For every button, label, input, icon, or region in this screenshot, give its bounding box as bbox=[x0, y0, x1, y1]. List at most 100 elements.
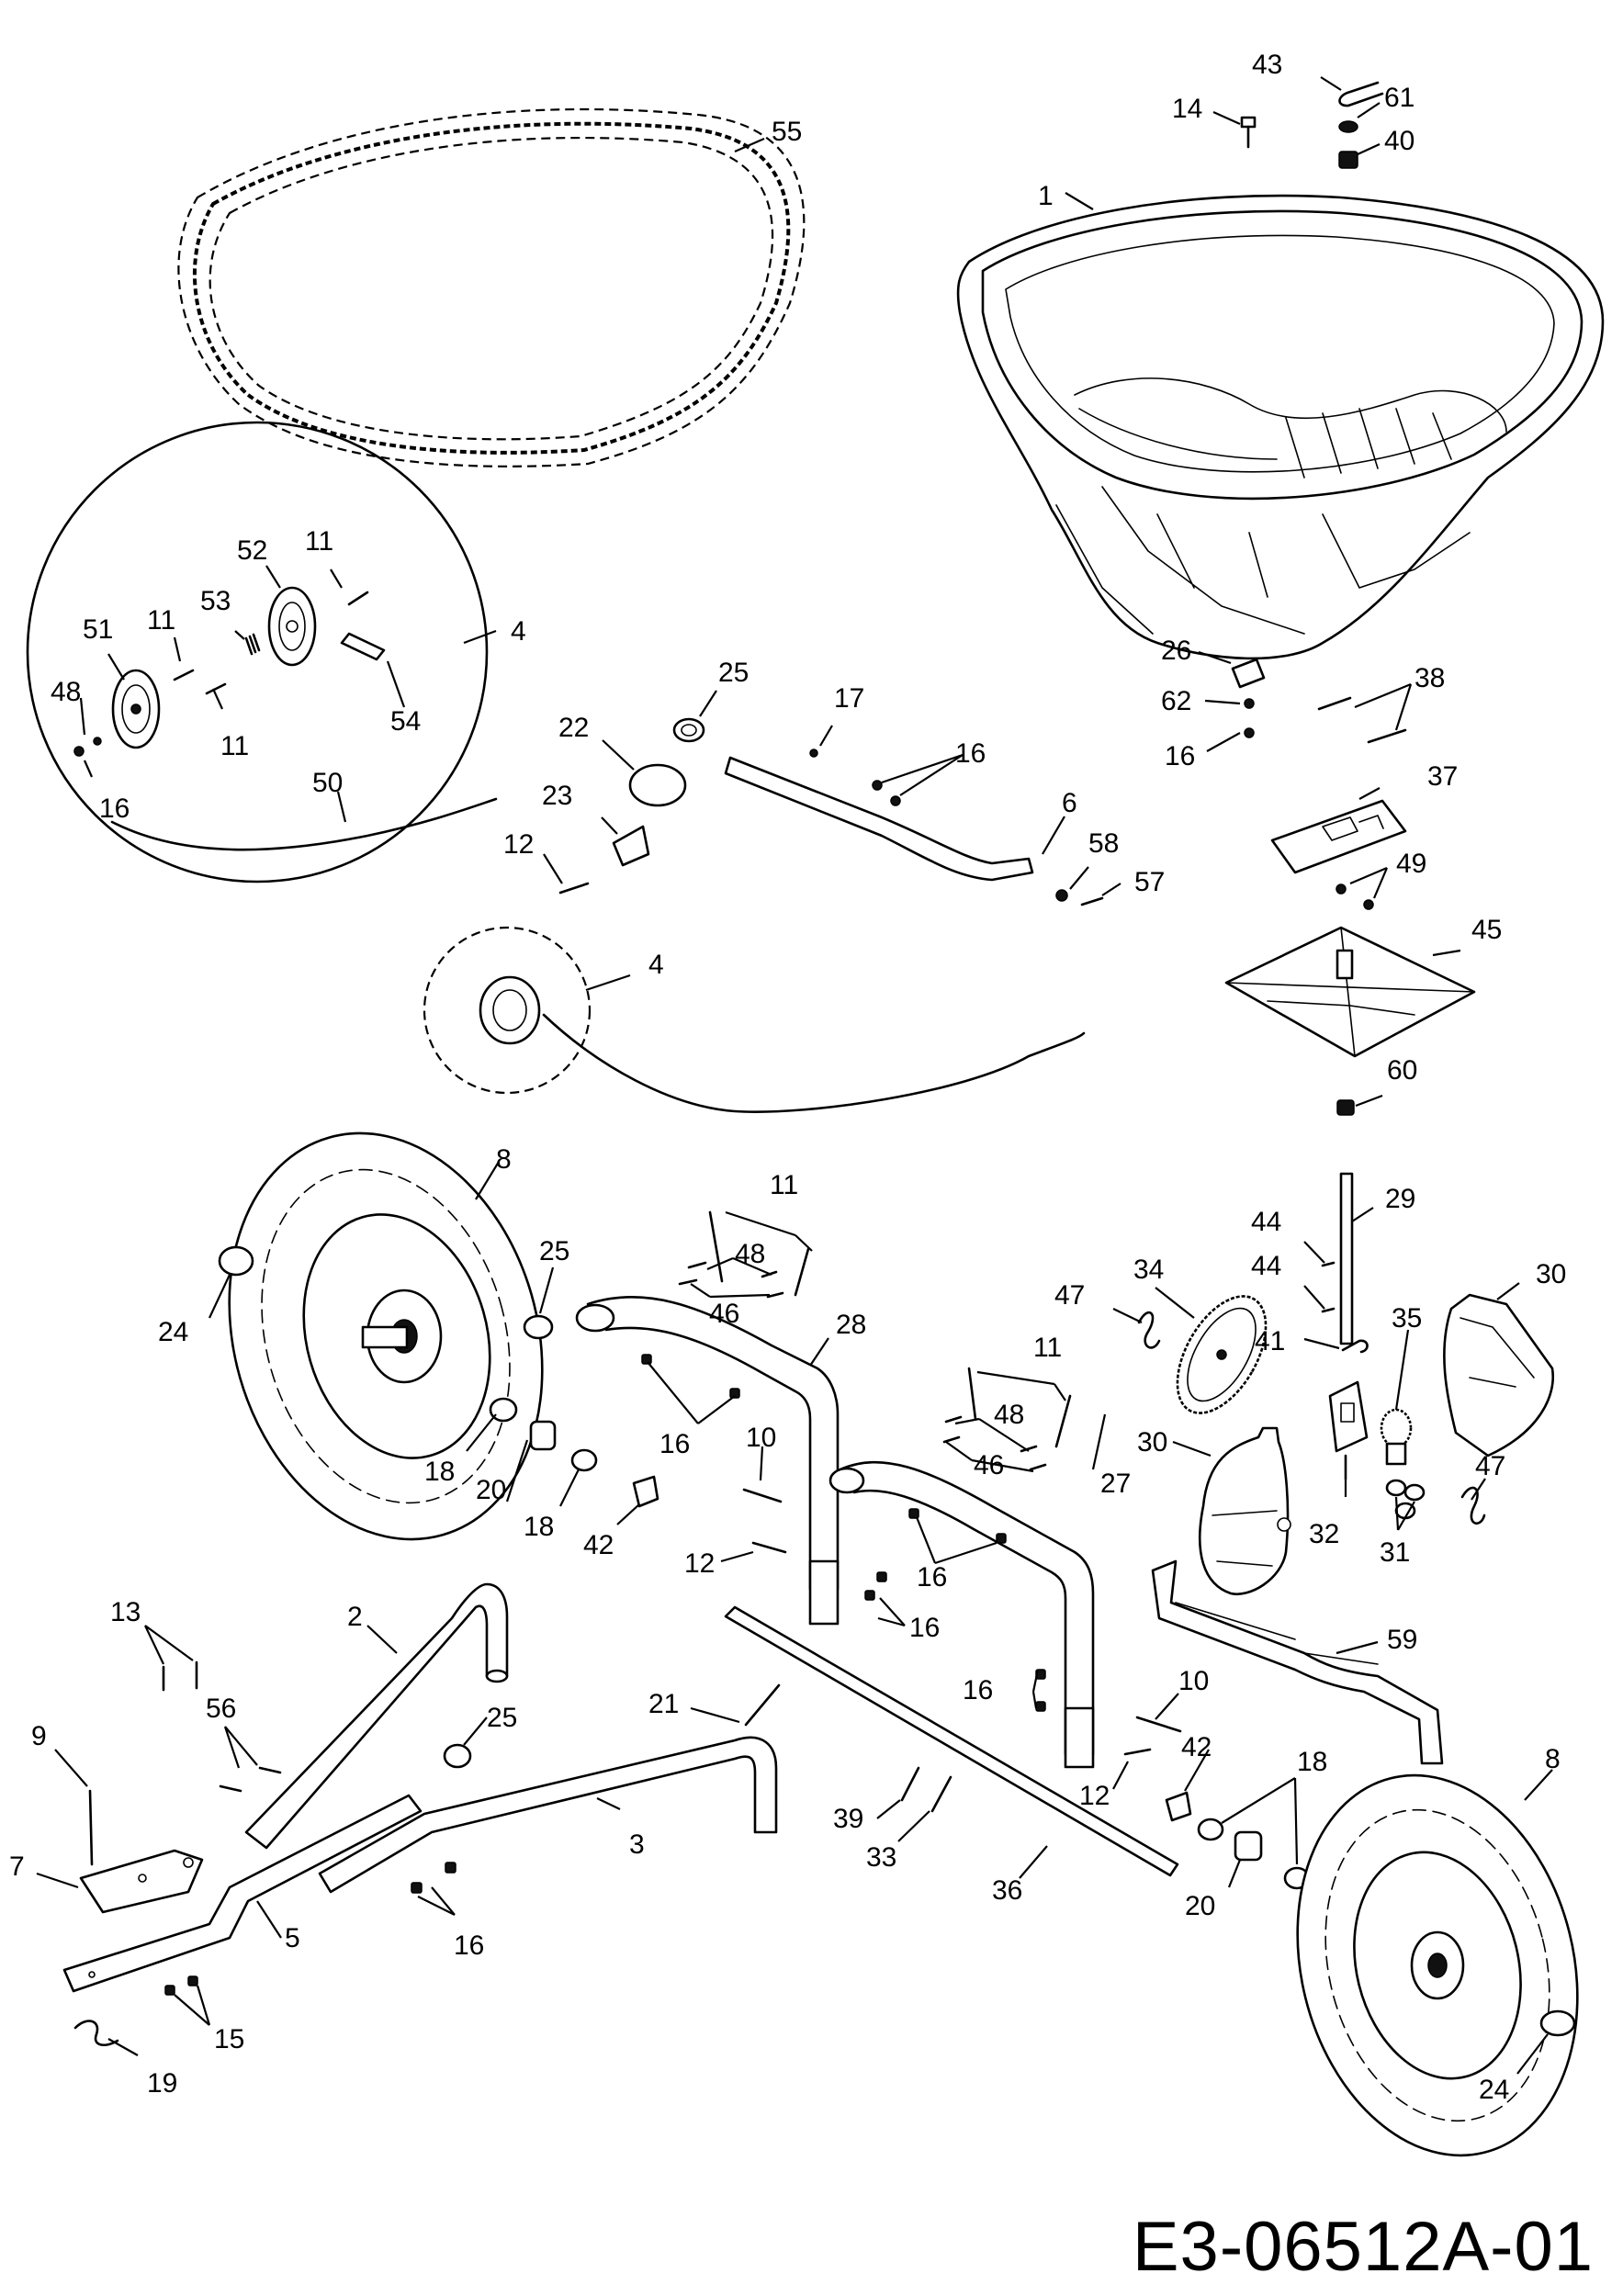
part-45-spinner bbox=[1224, 926, 1476, 1058]
part-38-pin-a bbox=[1317, 696, 1352, 711]
callout-19: 19 bbox=[147, 2068, 177, 2099]
part-3-tube bbox=[318, 1736, 778, 1894]
part-50-cable bbox=[110, 797, 498, 851]
part-16-nut-k bbox=[1035, 1701, 1046, 1712]
callout-3: 3 bbox=[629, 1829, 645, 1860]
callout-2: 2 bbox=[347, 1602, 363, 1632]
callout-51: 51 bbox=[83, 614, 113, 645]
part-6-rod bbox=[724, 756, 1034, 882]
part-25-bushing-bottom bbox=[443, 1743, 472, 1769]
callout-44-b: 44 bbox=[1251, 1251, 1281, 1281]
callout-8-left: 8 bbox=[496, 1144, 512, 1175]
callout-18-right: 18 bbox=[1297, 1747, 1327, 1777]
part-5-tongue bbox=[62, 1794, 423, 1993]
part-53-spring bbox=[244, 633, 261, 656]
callout-39: 39 bbox=[833, 1804, 863, 1834]
callout-24-right: 24 bbox=[1479, 2075, 1509, 2105]
part-18-washer-b bbox=[570, 1448, 598, 1472]
callout-48-inset: 48 bbox=[51, 677, 81, 707]
callout-17: 17 bbox=[834, 683, 864, 714]
part-16-nut-a bbox=[872, 780, 883, 791]
part-9-pin bbox=[88, 1789, 94, 1866]
callout-49: 49 bbox=[1396, 849, 1426, 879]
callout-46-mid-b: 46 bbox=[974, 1450, 1004, 1480]
part-16-nut-e bbox=[729, 1388, 740, 1399]
callout-16-bottom: 16 bbox=[454, 1930, 484, 1961]
part-14-bolt bbox=[1240, 116, 1257, 149]
part-16-nut-c bbox=[1244, 727, 1255, 738]
callout-28: 28 bbox=[836, 1310, 866, 1340]
part-46-spacer-c bbox=[942, 1435, 961, 1444]
part-22-knob bbox=[628, 763, 687, 807]
callout-33: 33 bbox=[866, 1842, 896, 1873]
part-56-bolt-a bbox=[258, 1766, 282, 1774]
callout-16-mid-c: 16 bbox=[909, 1613, 940, 1643]
callout-11-mid-b: 11 bbox=[1033, 1333, 1062, 1363]
callout-18-left-a: 18 bbox=[424, 1457, 455, 1487]
part-27-leg bbox=[828, 1460, 1095, 1769]
callout-6: 6 bbox=[1062, 788, 1077, 818]
callout-62: 62 bbox=[1161, 686, 1191, 716]
callout-31: 31 bbox=[1380, 1537, 1410, 1568]
part-47-clip-a bbox=[1137, 1311, 1161, 1349]
part-19-clip bbox=[73, 2020, 119, 2047]
part-10-bolt-b bbox=[1135, 1716, 1182, 1733]
part-48-spacer-a bbox=[687, 1261, 707, 1269]
part-58-washer bbox=[1055, 889, 1068, 902]
callout-55: 55 bbox=[772, 117, 802, 147]
callout-41: 41 bbox=[1255, 1326, 1285, 1356]
callout-10-right: 10 bbox=[1178, 1666, 1209, 1696]
part-54-slide bbox=[340, 632, 386, 661]
document-code: E3-06512A-01 bbox=[1133, 2208, 1594, 2286]
callout-58: 58 bbox=[1088, 828, 1119, 859]
callout-22: 22 bbox=[558, 713, 589, 743]
callout-12-mid: 12 bbox=[684, 1548, 715, 1579]
part-37-gate-plate bbox=[1270, 799, 1407, 874]
part-12-bolt-a bbox=[751, 1541, 787, 1554]
part-11-bolt-a bbox=[708, 1210, 724, 1283]
callout-35: 35 bbox=[1392, 1303, 1422, 1334]
part-60-nut bbox=[1336, 1099, 1355, 1116]
part-57-screw bbox=[1080, 896, 1104, 906]
callout-60: 60 bbox=[1387, 1055, 1417, 1086]
part-18-washer-a bbox=[489, 1397, 518, 1423]
part-16-nut-i bbox=[864, 1590, 875, 1601]
part-43-clip bbox=[1338, 81, 1384, 107]
callout-43: 43 bbox=[1252, 50, 1282, 80]
part-16-nut-f bbox=[908, 1508, 919, 1519]
callout-11-mid-a: 11 bbox=[770, 1170, 798, 1200]
part-1-hopper bbox=[956, 194, 1605, 660]
callout-47-b: 47 bbox=[1475, 1451, 1505, 1481]
callout-16-top-b: 16 bbox=[1165, 741, 1195, 771]
callout-48-mid-b: 48 bbox=[994, 1400, 1024, 1430]
part-33-pin bbox=[930, 1775, 952, 1813]
callout-30-right: 30 bbox=[1536, 1259, 1566, 1289]
part-32-bracket bbox=[1328, 1380, 1369, 1480]
part-16-nut-b bbox=[890, 795, 901, 806]
part-16-nut-m bbox=[411, 1882, 423, 1894]
part-36-axle bbox=[724, 1605, 1179, 1877]
part-16-nut-l bbox=[445, 1862, 456, 1874]
callout-27: 27 bbox=[1100, 1469, 1131, 1499]
callout-44-a: 44 bbox=[1251, 1207, 1281, 1237]
part-21-pin bbox=[744, 1683, 781, 1727]
part-18-washer-c bbox=[1197, 1818, 1224, 1841]
callout-11-inset-a: 11 bbox=[305, 526, 333, 557]
callout-23: 23 bbox=[542, 781, 572, 811]
callout-50: 50 bbox=[312, 768, 343, 798]
callout-18-left-b: 18 bbox=[524, 1512, 554, 1542]
callout-16-mid-d: 16 bbox=[963, 1675, 993, 1705]
part-34-gear bbox=[1176, 1295, 1268, 1414]
part-16-nut-inset bbox=[73, 746, 85, 757]
callout-12-top: 12 bbox=[503, 829, 534, 860]
callout-1: 1 bbox=[1038, 181, 1054, 211]
part-26-clamp bbox=[1231, 658, 1266, 689]
part-15-nut-b bbox=[187, 1975, 198, 1986]
part-24-hubcap-right bbox=[1539, 2009, 1576, 2037]
part-31-washer-a bbox=[1385, 1479, 1407, 1497]
part-28-leg bbox=[575, 1295, 840, 1626]
part-7-hitch-plate bbox=[79, 1849, 204, 1914]
part-49-screw-a bbox=[1336, 884, 1347, 895]
part-31-washer-b bbox=[1403, 1483, 1426, 1502]
